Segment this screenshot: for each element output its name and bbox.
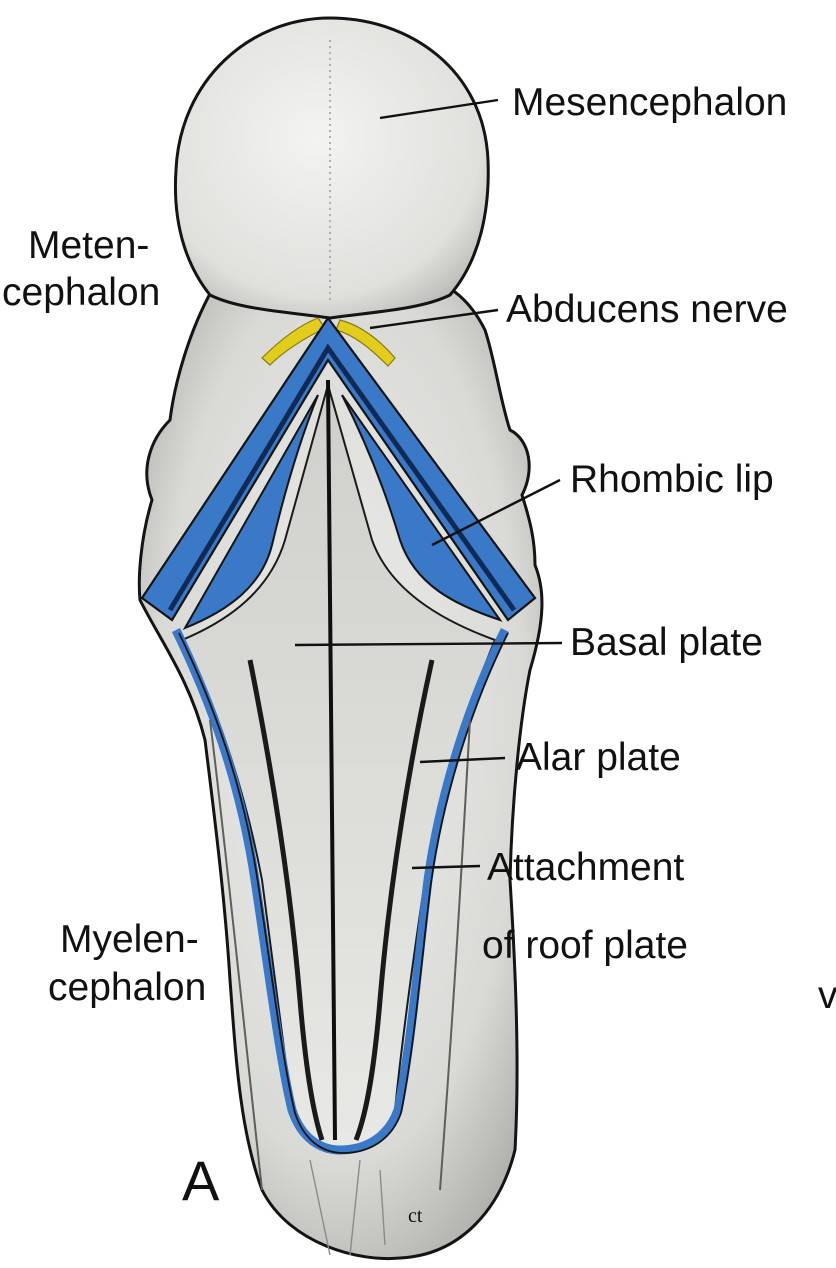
label-metencephalon-line2: cephalon — [2, 271, 160, 314]
artist-mark: ct — [408, 1205, 423, 1227]
panel-letter: A — [182, 1149, 220, 1212]
label-metencephalon-line1: Meten- — [28, 224, 149, 267]
edge-fragment: v — [818, 974, 836, 1017]
label-attachment-line1: Attachment — [487, 846, 684, 889]
label-rhombic-lip: Rhombic lip — [570, 458, 774, 501]
label-myelencephalon-line1: Myelen- — [60, 918, 199, 961]
mesencephalon-shape — [175, 18, 488, 318]
label-myelencephalon-line2: cephalon — [48, 966, 206, 1009]
label-attachment-line2: of roof plate — [482, 924, 688, 967]
label-mesencephalon: Mesencephalon — [512, 81, 787, 124]
label-abducens-nerve: Abducens nerve — [506, 288, 788, 331]
label-alar-plate: Alar plate — [516, 736, 681, 779]
label-basal-plate: Basal plate — [570, 621, 763, 664]
